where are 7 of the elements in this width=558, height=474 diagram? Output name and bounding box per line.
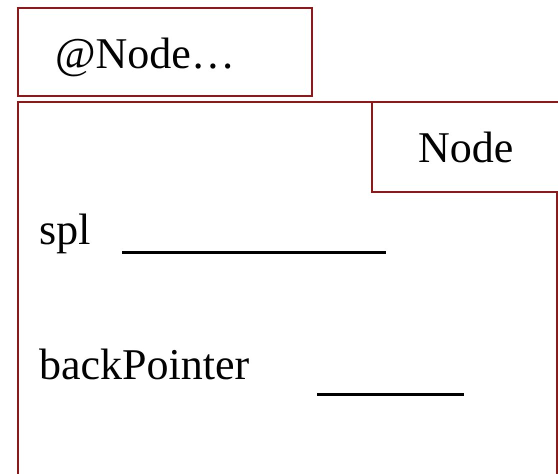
- heading-box: [17, 7, 313, 97]
- heading-text: @Node…: [55, 29, 235, 79]
- type-label: Node: [418, 123, 514, 173]
- record-box: [17, 101, 558, 474]
- field-label: backPointer: [39, 340, 250, 390]
- field-label: spl: [39, 205, 90, 255]
- type-box: [371, 101, 558, 193]
